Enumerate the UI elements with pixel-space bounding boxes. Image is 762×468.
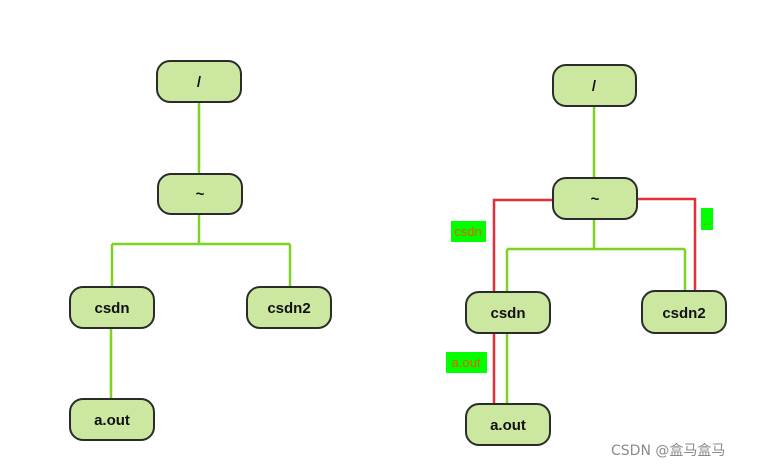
path-edge-home-to-csdn <box>492 198 553 292</box>
node-home-r-label: ~ <box>591 191 600 208</box>
right-tree: / ~ csdn csdn2 a.out csdn .. a.ou <box>446 64 727 446</box>
path-edge-home-to-csdn2 <box>637 197 697 291</box>
node-csdn2-r-label: csdn2 <box>662 305 705 322</box>
node-home: ~ <box>157 173 243 215</box>
node-root-r: / <box>552 64 637 107</box>
path-tag-csdn: csdn <box>451 221 486 242</box>
node-root-label: / <box>197 74 202 91</box>
path-tag-csdn-label: csdn <box>454 224 481 239</box>
node-home-r: ~ <box>552 177 638 220</box>
node-csdn-r-label: csdn <box>490 305 525 322</box>
node-csdn2-r: csdn2 <box>641 290 727 334</box>
node-root: / <box>156 60 242 103</box>
path-tag-parent: .. <box>701 208 713 230</box>
node-aout-label: a.out <box>94 412 130 429</box>
node-csdn: csdn <box>69 286 155 329</box>
path-tag-parent-label: .. <box>703 213 710 228</box>
node-aout-r-label: a.out <box>490 417 526 434</box>
node-aout: a.out <box>69 398 155 441</box>
path-tag-aout-label: a.out <box>452 355 481 370</box>
left-tree: / ~ csdn csdn2 a.out <box>69 60 332 441</box>
watermark: CSDN @盒马盒马 <box>611 443 726 459</box>
path-tag-aout: a.out <box>446 352 487 373</box>
node-csdn-label: csdn <box>94 300 129 317</box>
node-root-r-label: / <box>592 78 597 95</box>
node-csdn-r: csdn <box>465 291 551 334</box>
node-csdn2-label: csdn2 <box>267 300 310 317</box>
node-csdn2: csdn2 <box>246 286 332 329</box>
node-aout-r: a.out <box>465 403 551 446</box>
node-home-label: ~ <box>196 186 205 203</box>
